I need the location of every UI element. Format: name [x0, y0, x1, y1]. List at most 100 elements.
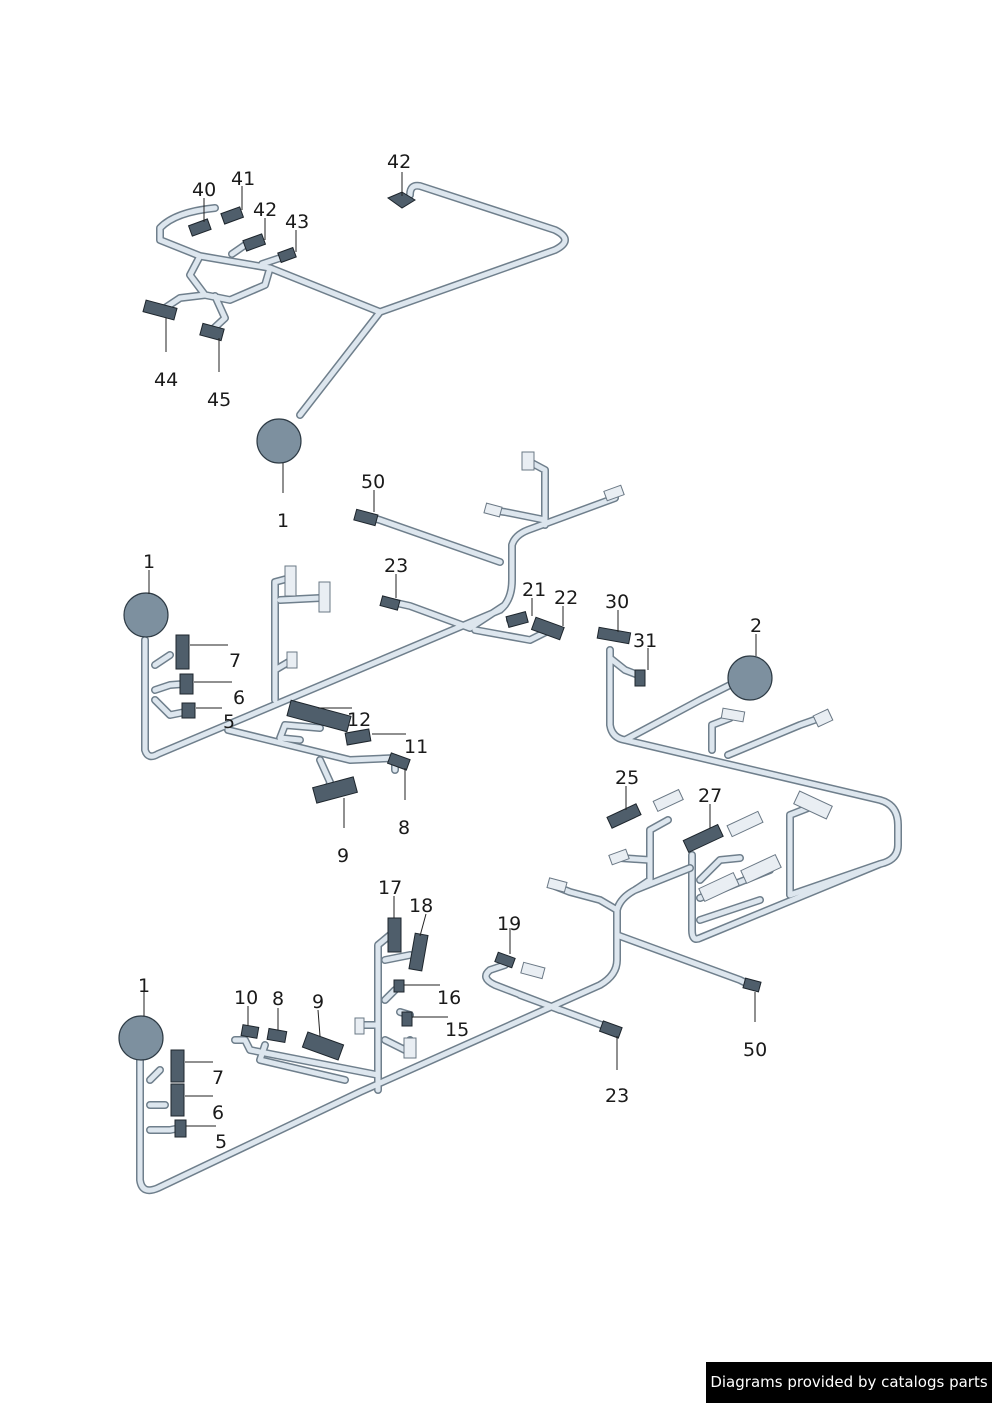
callout-18: 18	[409, 895, 433, 917]
connector-light-n	[546, 877, 568, 893]
connector-light-o	[726, 810, 764, 838]
callout-12: 12	[347, 709, 371, 731]
leader-lines	[143, 172, 757, 1127]
callout-30: 30	[605, 591, 629, 613]
callout-40: 40	[192, 179, 216, 201]
connector-7	[175, 634, 190, 670]
callout-25: 25	[615, 767, 639, 789]
callout-50: 50	[361, 471, 385, 493]
connector-27	[682, 823, 724, 854]
connector-17	[387, 917, 402, 953]
connector-22	[530, 616, 565, 641]
callout-42-second: 42	[253, 199, 277, 221]
connector-30	[596, 626, 632, 645]
connector-41	[220, 206, 245, 225]
callout-1-bottom: 1	[138, 975, 150, 997]
connector-light-m	[608, 848, 630, 866]
callout-27: 27	[698, 785, 722, 807]
connector-42	[386, 191, 416, 209]
callout-41: 41	[231, 168, 255, 190]
connector-11	[344, 728, 372, 746]
callout-1-top: 1	[277, 510, 289, 532]
callout-1-middle: 1	[143, 551, 155, 573]
grommet-1	[256, 418, 302, 464]
callout-7: 7	[229, 650, 241, 672]
connector-light-p	[520, 961, 546, 980]
connector-light-f	[286, 651, 298, 669]
harness-c	[596, 626, 902, 943]
callout-11: 11	[404, 736, 428, 758]
footer-credit: Diagrams provided by catalogs parts	[706, 1362, 992, 1403]
connector-19	[494, 951, 516, 969]
callout-50-bottom: 50	[743, 1039, 767, 1061]
connector-9	[312, 776, 358, 804]
connector-6-bottom	[170, 1083, 185, 1117]
callout-5: 5	[223, 711, 235, 733]
connector-18	[408, 932, 429, 972]
callout-31: 31	[633, 630, 657, 652]
connector-10	[240, 1024, 260, 1039]
connector-6	[179, 673, 194, 695]
connector-44	[142, 299, 178, 321]
connector-light-r	[403, 1037, 417, 1059]
connector-43	[277, 246, 297, 264]
callout-5-bottom: 5	[215, 1131, 227, 1153]
connector-42-small	[242, 233, 267, 252]
callout-45: 45	[207, 389, 231, 411]
connector-50	[353, 508, 379, 527]
connector-light-b	[483, 502, 503, 518]
connector-5	[181, 702, 196, 719]
connector-23-bottom	[598, 1020, 623, 1039]
callout-44: 44	[154, 369, 178, 391]
connector-9-bottom	[301, 1031, 345, 1061]
callout-9-bottom: 9	[312, 991, 324, 1013]
callout-2: 2	[750, 615, 762, 637]
connector-light-c	[603, 484, 625, 502]
connector-light-i	[793, 790, 833, 820]
callout-23: 23	[384, 555, 408, 577]
callout-23-bottom: 23	[605, 1085, 629, 1107]
connector-50-bottom	[742, 977, 762, 993]
connector-8-bottom	[266, 1027, 288, 1044]
connector-light-e	[318, 581, 331, 613]
connector-23	[379, 595, 401, 611]
harness-a	[142, 181, 569, 464]
callout-17: 17	[378, 877, 402, 899]
harness-b	[123, 451, 625, 804]
connector-light-a	[521, 451, 535, 471]
callout-8-bottom: 8	[272, 988, 284, 1010]
connector-light-q	[354, 1017, 365, 1035]
callout-labels: 42 40 41 42 43 44 45 1 50 23 21 22 1 7 6…	[138, 151, 767, 1153]
connector-light-k	[740, 853, 782, 885]
callout-6: 6	[233, 687, 245, 709]
callout-21: 21	[522, 579, 546, 601]
callout-8: 8	[398, 817, 410, 839]
connector-7-bottom	[170, 1049, 185, 1083]
callout-7-bottom: 7	[212, 1067, 224, 1089]
connector-8	[386, 752, 411, 771]
connector-25	[606, 803, 642, 829]
connector-5-bottom	[174, 1119, 187, 1138]
connector-15	[401, 1011, 413, 1027]
grommet-2	[727, 655, 773, 701]
callout-9: 9	[337, 845, 349, 867]
callout-42: 42	[387, 151, 411, 173]
harness-d	[118, 788, 764, 1195]
callout-43: 43	[285, 211, 309, 233]
callout-19: 19	[497, 913, 521, 935]
connector-light-g	[720, 707, 746, 723]
connector-light-h	[812, 708, 834, 728]
connector-light-l	[652, 788, 684, 813]
connector-31	[634, 669, 646, 687]
callout-10: 10	[234, 987, 258, 1009]
connector-45	[199, 322, 225, 342]
grommet-1-bottom	[118, 1015, 164, 1061]
grommet-1-middle	[123, 592, 169, 638]
connector-light-j	[698, 871, 740, 903]
connector-16	[393, 979, 405, 993]
callout-15: 15	[445, 1019, 469, 1041]
callout-6-bottom: 6	[212, 1102, 224, 1124]
callout-16: 16	[437, 987, 461, 1009]
connector-21	[505, 610, 529, 628]
